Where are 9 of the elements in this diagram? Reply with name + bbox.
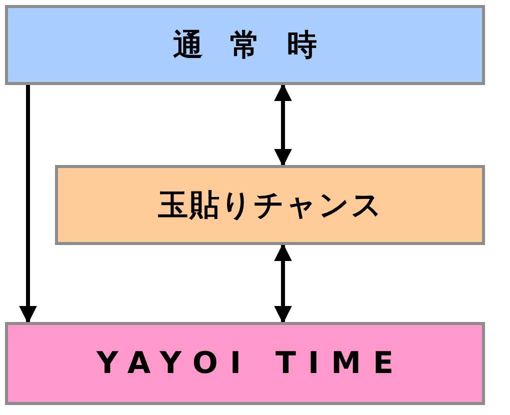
process-box [5,322,485,405]
process-box [55,165,485,245]
arrow [19,85,37,324]
arrow [274,83,292,167]
box-label: 通常時 [173,26,344,64]
box-label: 玉貼りチャンス [158,186,384,224]
process-box [5,5,485,85]
arrow [274,243,292,324]
box-label: YAYOI TIME [96,346,406,381]
